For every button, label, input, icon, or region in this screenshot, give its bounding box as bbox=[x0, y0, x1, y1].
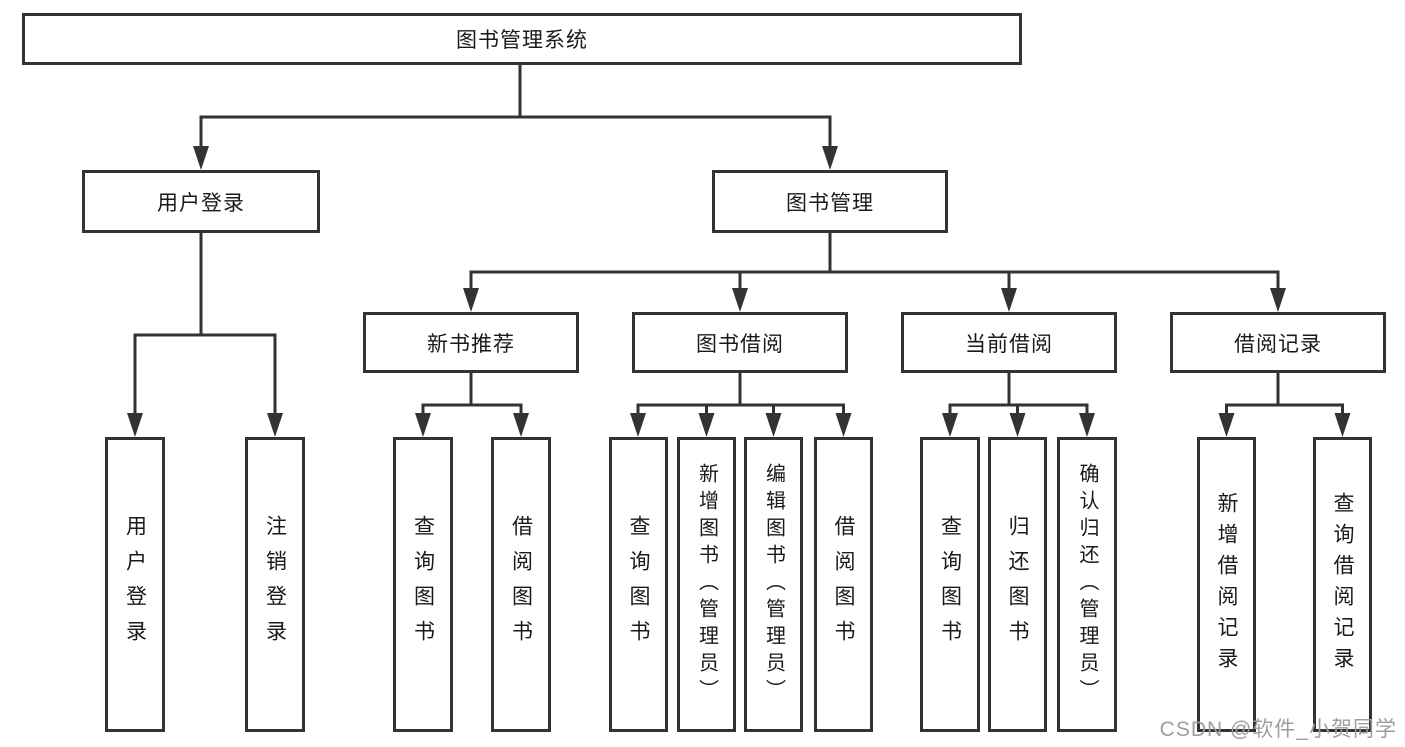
node-user-login: 用户登录 bbox=[82, 170, 320, 233]
node-leaf-bb-query-books: 查询图书 bbox=[609, 437, 668, 732]
connector-book-borrowing-to-leaves bbox=[630, 372, 852, 437]
connector-user-login-to-leaves bbox=[127, 232, 283, 437]
node-borrow-records: 借阅记录 bbox=[1170, 312, 1386, 373]
node-leaf-nbr-borrow-books: 借阅图书 bbox=[491, 437, 551, 732]
node-book-management: 图书管理 bbox=[712, 170, 948, 233]
node-leaf-br-add-record: 新增借阅记录 bbox=[1197, 437, 1256, 732]
node-book-borrowing: 图书借阅 bbox=[632, 312, 848, 373]
connector-current-borrowing-to-leaves bbox=[942, 372, 1095, 437]
node-leaf-nbr-query-books: 查询图书 bbox=[393, 437, 453, 732]
connector-new-book-recommend-to-leaves bbox=[415, 372, 529, 437]
node-leaf-br-query-record: 查询借阅记录 bbox=[1313, 437, 1372, 732]
node-leaf-bb-add-books-admin: 新增图书（管理员） bbox=[677, 437, 736, 732]
connector-root-to-level2 bbox=[193, 63, 838, 170]
node-current-borrowing: 当前借阅 bbox=[901, 312, 1117, 373]
connector-borrow-records-to-leaves bbox=[1218, 372, 1351, 437]
node-leaf-cb-confirm-return-admin: 确认归还（管理员） bbox=[1057, 437, 1117, 732]
connector-book-management-to-level3 bbox=[463, 232, 1286, 312]
node-leaf-bb-borrow-books: 借阅图书 bbox=[814, 437, 873, 732]
node-leaf-cb-query-books: 查询图书 bbox=[920, 437, 980, 732]
node-leaf-user-login: 用户登录 bbox=[105, 437, 165, 732]
node-leaf-bb-edit-books-admin: 编辑图书（管理员） bbox=[744, 437, 803, 732]
node-new-book-recommend: 新书推荐 bbox=[363, 312, 579, 373]
csdn-watermark: CSDN @软件_小贺同学 bbox=[1159, 718, 1397, 741]
node-leaf-cb-return-books: 归还图书 bbox=[988, 437, 1047, 732]
node-root-library-management-system: 图书管理系统 bbox=[22, 13, 1022, 65]
node-leaf-logout: 注销登录 bbox=[245, 437, 305, 732]
